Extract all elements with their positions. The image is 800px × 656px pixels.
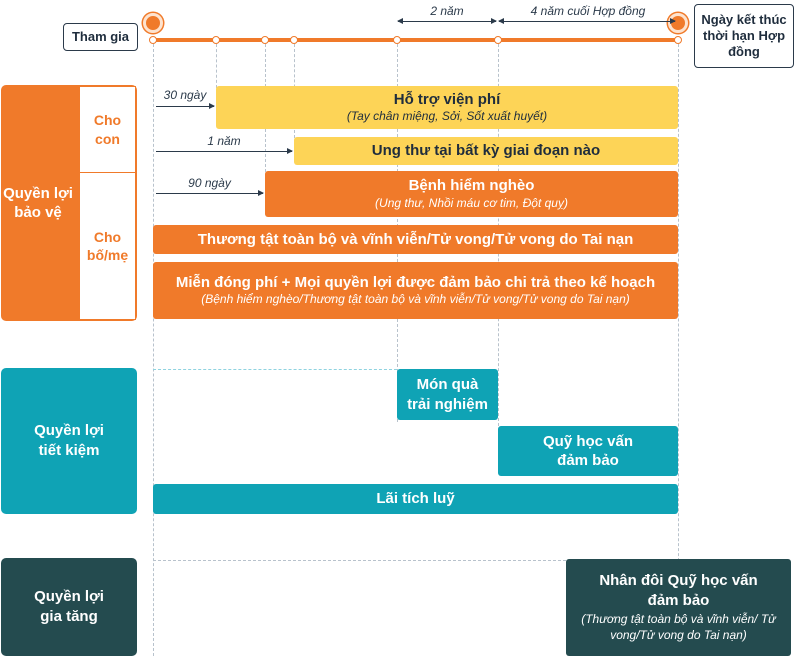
guide-line	[678, 44, 679, 656]
cancer-any-stage-title: Ung thư tại bất kỳ giai đoạn nào	[371, 142, 601, 160]
start-label: Tham gia	[63, 23, 138, 51]
arrow-last-4-years	[498, 18, 676, 24]
accumulated-interest-bar: Lãi tích luỹ	[153, 484, 678, 514]
hospital-support-bar: Hỗ trợ viện phí (Tay chân miệng, Sởi, Số…	[216, 86, 678, 129]
bonus-benefits-panel: Quyền lợi gia tăng	[1, 558, 137, 656]
end-label: Ngày kết thúc thời hạn Hợp đồng	[694, 4, 794, 68]
timeline-tick	[149, 36, 157, 44]
premium-waiver-subtitle: (Bệnh hiểm nghèo/Thương tật toàn bộ và v…	[201, 292, 630, 307]
hospital-support-title: Hỗ trợ viện phí	[393, 90, 501, 108]
disability-death-title: Thương tật toàn bộ và vĩnh viễn/Tử vong/…	[197, 230, 634, 248]
guide-line	[216, 44, 217, 88]
timeline-tick	[393, 36, 401, 44]
arrow-label-last-4-years: 4 năm cuối Hợp đồng	[530, 4, 646, 18]
premium-waiver-title: Miễn đóng phí + Mọi quyền lợi được đảm b…	[175, 273, 656, 291]
guide-line	[153, 44, 154, 656]
waiting-arrow	[156, 148, 293, 154]
experience-gift-bar: Món quà trải nghiệm	[397, 369, 498, 420]
double-education-fund-bar: Nhân đôi Quỹ học vấn đảm bảo (Thương tật…	[566, 559, 791, 656]
disability-death-bar: Thương tật toàn bộ và vĩnh viễn/Tử vong/…	[153, 225, 678, 254]
experience-gift-title: Món quà trải nghiệm	[407, 376, 488, 413]
arrow-label-2-years: 2 năm	[430, 4, 464, 18]
double-education-fund-title: Nhân đôi Quỹ học vấn đảm bảo	[599, 572, 758, 609]
waiting-period-1-year: 1 năm	[207, 134, 241, 148]
education-fund-bar: Quỹ học vấn đảm bảo	[498, 426, 678, 476]
waiting-arrow	[156, 190, 264, 196]
education-fund-title: Quỹ học vấn đảm bảo	[542, 432, 634, 470]
premium-waiver-bar: Miễn đóng phí + Mọi quyền lợi được đảm b…	[153, 262, 678, 319]
critical-illness-subtitle: (Ung thư, Nhồi máu cơ tim, Đột quỵ)	[375, 195, 568, 210]
waiting-period-30-days: 30 ngày	[163, 88, 207, 102]
accumulated-interest-title: Lãi tích luỹ	[376, 490, 455, 508]
waiting-period-90-days: 90 ngày	[188, 176, 231, 190]
for-parent-label: Cho bố/mẹ	[79, 172, 136, 320]
double-education-fund-subtitle: (Thương tật toàn bộ và vĩnh viễn/ Tử von…	[581, 612, 776, 642]
waiting-arrow	[156, 103, 215, 109]
timeline-start-marker	[143, 13, 163, 33]
timeline-tick	[261, 36, 269, 44]
hospital-support-subtitle: (Tay chân miệng, Sởi, Sốt xuất huyết)	[346, 109, 548, 124]
guide-line	[153, 369, 397, 370]
timeline-tick	[494, 36, 502, 44]
timeline-tick	[674, 36, 682, 44]
critical-illness-bar: Bệnh hiểm nghèo (Ung thư, Nhồi máu cơ ti…	[265, 171, 678, 217]
timeline-tick	[212, 36, 220, 44]
timeline	[153, 38, 678, 42]
critical-illness-title: Bệnh hiểm nghèo	[408, 177, 535, 195]
guide-line	[153, 560, 566, 561]
arrow-2-years	[397, 18, 497, 24]
savings-benefits-panel: Quyền lợi tiết kiệm	[1, 368, 137, 514]
for-child-label: Cho con	[79, 86, 136, 173]
protection-benefits-label: Quyền lợi bảo vệ	[3, 184, 73, 222]
cancer-any-stage-bar: Ung thư tại bất kỳ giai đoạn nào	[294, 137, 678, 165]
timeline-tick	[290, 36, 298, 44]
